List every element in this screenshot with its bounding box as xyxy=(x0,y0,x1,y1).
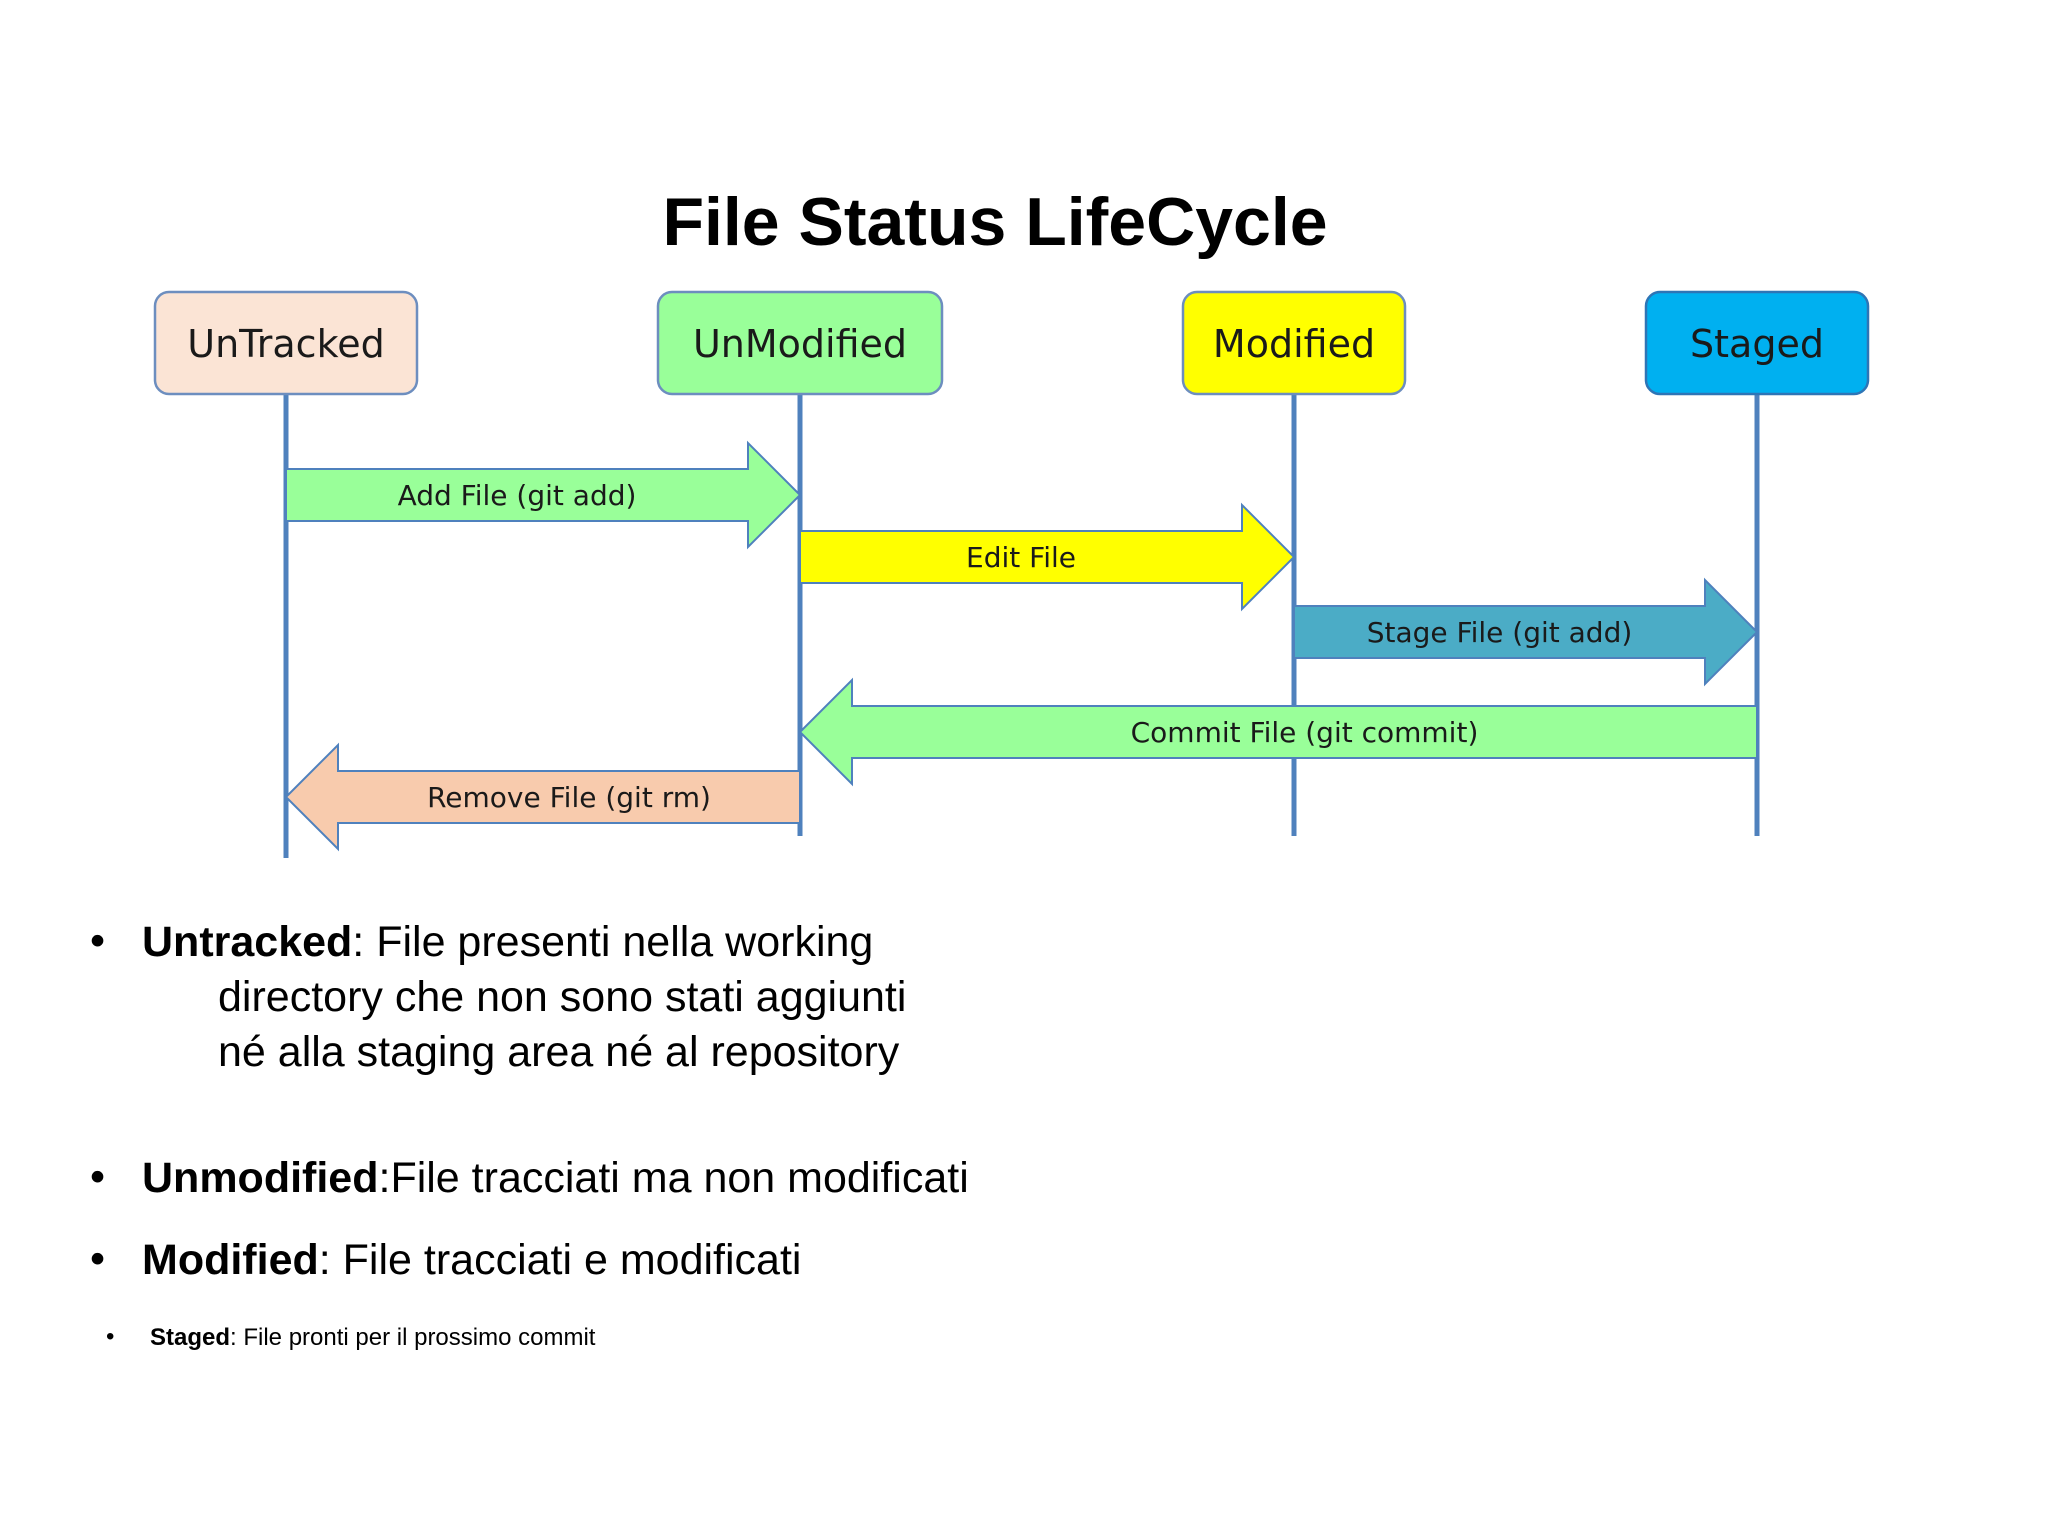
arrow-commit-file-git-commit: Commit File (git commit) xyxy=(798,677,1758,787)
bullet-sep: : xyxy=(230,1324,244,1351)
bullet-marker: • xyxy=(90,1235,106,1283)
state-label: UnTracked xyxy=(187,322,384,366)
bullet-modified-line: Modified: File tracciati e modificati xyxy=(142,1233,801,1288)
bullet-marker: • xyxy=(106,1323,115,1350)
bullet-sep: : xyxy=(318,1236,343,1284)
bullet-text: File presenti nella working xyxy=(376,918,874,966)
state-box xyxy=(153,290,419,396)
state-modified: Modified xyxy=(1181,290,1407,396)
arrow-edit-file: Edit File xyxy=(799,502,1296,612)
bullet-continuation-line: directory che non sono stati aggiunti xyxy=(218,973,907,1021)
arrow-shape xyxy=(798,677,1758,787)
state-staged: Staged xyxy=(1644,290,1870,396)
arrow-label: Add File (git add) xyxy=(398,479,637,512)
state-box xyxy=(656,290,944,396)
state-label: Staged xyxy=(1690,322,1824,366)
arrow-label: Remove File (git rm) xyxy=(427,781,711,814)
arrow-shape xyxy=(1293,577,1759,687)
state-box xyxy=(1644,290,1870,396)
bullet-untracked-first-line: Untracked: File presenti nella working xyxy=(142,915,873,970)
arrow-shape xyxy=(799,502,1296,612)
bullet-term: Untracked xyxy=(142,918,353,966)
bullet-unmodified-line: Unmodified:File tracciati ma non modific… xyxy=(142,1151,969,1206)
arrow-remove-file-git-rm: Remove File (git rm) xyxy=(284,742,801,852)
slide-title: File Status LifeCycle xyxy=(662,184,1328,260)
bullet-text: File tracciati ma non modificati xyxy=(390,1154,969,1202)
arrow-label: Edit File xyxy=(966,541,1076,574)
arrow-stage-file-git-add: Stage File (git add) xyxy=(1293,577,1759,687)
bullet-sep: : xyxy=(378,1154,391,1202)
bullet-term: Modified xyxy=(142,1236,319,1284)
bullet-sep: : xyxy=(352,918,377,966)
bullet-text: File tracciati e modificati xyxy=(342,1236,802,1284)
state-label: Modified xyxy=(1213,322,1375,366)
bullet-continuation-line: né alla staging area né al repository xyxy=(218,1028,900,1076)
arrow-label: Commit File (git commit) xyxy=(1131,716,1479,749)
bullet-text: File pronti per il prossimo commit xyxy=(243,1324,596,1351)
state-boxes: UnTracked UnModified Modified Staged xyxy=(153,290,1870,396)
bullet-term: Unmodified xyxy=(142,1154,379,1202)
arrow-add-file-git-add: Add File (git add) xyxy=(285,440,802,550)
arrow-shape xyxy=(285,440,802,550)
state-box xyxy=(1181,290,1407,396)
bullet-marker: • xyxy=(90,1153,106,1201)
bullet-term: Staged xyxy=(150,1324,231,1351)
arrow-label: Stage File (git add) xyxy=(1367,616,1633,649)
bullet-marker: • xyxy=(90,917,106,965)
state-label: UnModified xyxy=(693,322,907,366)
bullet-staged-line: Staged: File pronti per il prossimo comm… xyxy=(150,1323,595,1353)
arrow-shape xyxy=(284,742,801,852)
state-unmodified: UnModified xyxy=(656,290,944,396)
state-untracked: UnTracked xyxy=(153,290,419,396)
